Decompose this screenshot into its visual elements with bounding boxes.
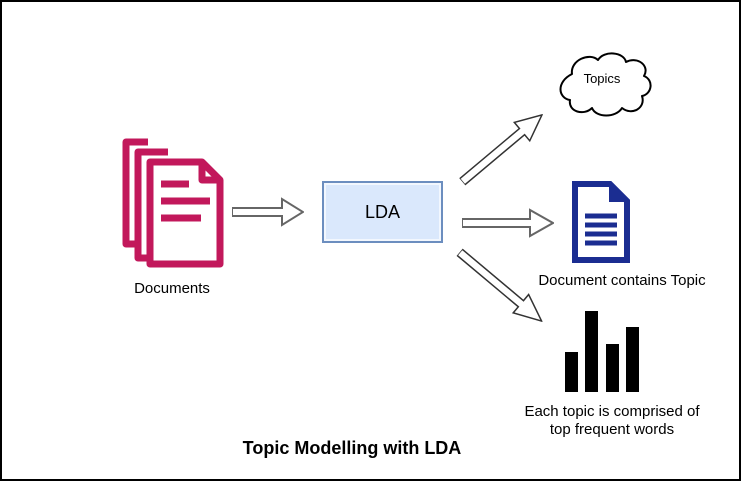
bar	[605, 344, 619, 392]
bar	[585, 311, 599, 392]
page-fold-line	[198, 162, 220, 184]
document-icon	[572, 181, 630, 263]
edge-arrow-documents-to-lda	[232, 197, 304, 227]
edge-arrow-lda-to-topics	[458, 113, 544, 186]
topic-words-label-line1: Each topic is comprised of	[524, 403, 700, 420]
topics-label: Topics	[583, 71, 621, 86]
bar-chart-icon	[565, 311, 639, 392]
lda-label: LDA	[364, 201, 400, 222]
document-contains-topic-label: Document contains Topic	[538, 272, 706, 289]
documents-label: Documents	[134, 280, 210, 297]
cloud-outline	[559, 52, 652, 117]
edge-arrow-lda-to-document	[462, 208, 554, 238]
edge-arrow-lda-to-words	[456, 248, 544, 323]
arrow-shape	[456, 248, 544, 323]
arrow-shape	[232, 197, 304, 227]
arrow-shape	[458, 113, 544, 186]
diagram-title: Topic Modelling with LDA	[242, 438, 462, 458]
arrow-shape	[462, 208, 554, 238]
lda-node: LDA	[322, 181, 443, 243]
bar	[565, 352, 578, 392]
middle-page-outline	[134, 148, 168, 262]
bar	[625, 327, 639, 392]
back-page-outline	[122, 138, 148, 248]
topics-cloud-shape	[559, 52, 652, 117]
topic-words-label: Each topic is comprised of top frequent …	[512, 403, 712, 439]
topic-words-label-line2: top frequent words	[549, 421, 675, 438]
stacked-documents-icon	[122, 138, 224, 268]
page-fold	[609, 181, 630, 202]
